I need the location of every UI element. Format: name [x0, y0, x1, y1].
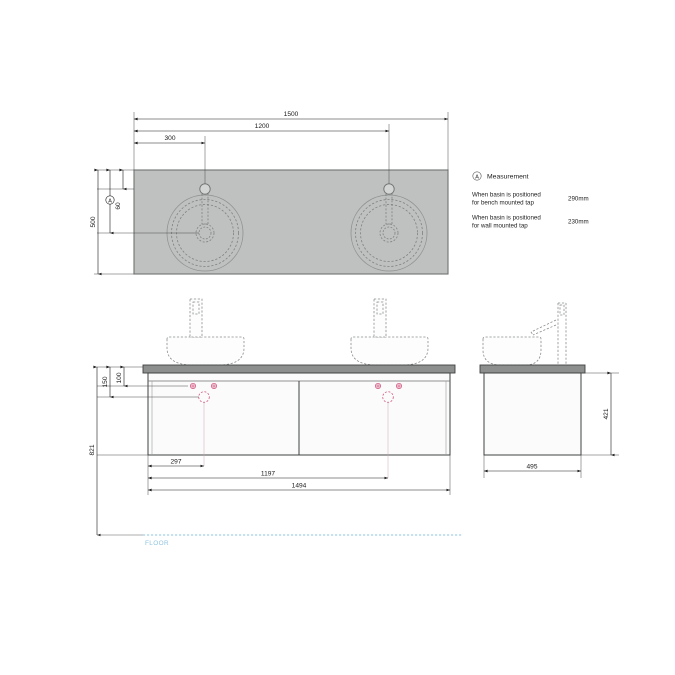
side-elevation-view: 421 495: [479, 302, 619, 478]
tap-body-left-plan: [201, 191, 209, 225]
dim-tap-back-offset-60: 60: [115, 168, 127, 210]
tap-hole-right-plan: [383, 183, 395, 195]
dim-cabinet-width-1494: 1494: [148, 482, 450, 492]
dim-label-821: 821: [89, 444, 96, 455]
legend-row-1-line2: for wall mounted tap: [472, 223, 528, 230]
dim-label-1500: 1500: [284, 111, 299, 118]
dim-label-100: 100: [116, 372, 123, 383]
cabinet-body-side: [483, 372, 582, 456]
legend-row-0-line1: When basin is positioned: [472, 192, 541, 199]
dim-label-1197: 1197: [261, 470, 276, 477]
benchtop-slab-plan: [133, 169, 449, 275]
legend-row-1-value: 230mm: [568, 219, 589, 226]
legend-symbol-circle: [472, 171, 482, 181]
dim-overall-width-1500: 1500: [134, 111, 448, 121]
basin-right-plan: [350, 183, 428, 272]
dim-cabinet-depth-495: 495: [484, 463, 581, 473]
front-elevation-view: 150 100 821 297 1197 1494: [89, 298, 456, 537]
basin-side: [482, 336, 542, 366]
dim-label-300: 300: [164, 135, 175, 142]
basin-left-front: [166, 298, 245, 366]
floor-label: FLOOR: [145, 540, 169, 547]
dim-label-421: 421: [603, 408, 610, 419]
dim-left-waste-offset-297: 297: [148, 458, 204, 468]
legend-symbol-letter: A: [475, 174, 479, 180]
waste-outlet-right-plan: [379, 223, 399, 243]
dim-label-297: 297: [170, 458, 181, 465]
dim-top-to-supply-100: 100: [116, 365, 128, 388]
top-plan-view: 1500 1200 300 500 A: [90, 111, 449, 276]
front-lower-extension-lines: [147, 455, 451, 495]
dim-tap-centres-1200: 1200: [134, 123, 389, 133]
dim-label-495: 495: [526, 463, 537, 470]
floor-line-group: FLOOR: [97, 534, 462, 547]
dim-label-500: 500: [90, 216, 97, 227]
benchtop-front: [142, 364, 456, 374]
dim-left-tap-offset-300: 300: [134, 135, 205, 145]
basin-right-front: [350, 298, 429, 366]
dim-top-to-waste-150: 150: [102, 365, 114, 399]
dim-label-A: A: [108, 198, 112, 204]
legend-row-1-line1: When basin is positioned: [472, 215, 541, 222]
legend-row-0-value: 290mm: [568, 196, 589, 203]
dim-overall-depth-500: 500: [90, 168, 102, 276]
tap-side: [530, 302, 567, 365]
dim-measurement-ref-A: A: [105, 168, 115, 235]
dim-waste-centres-1197: 1197: [148, 470, 388, 480]
legend-row-0-line2: for bench mounted tap: [472, 200, 534, 207]
tap-body-right-plan: [385, 191, 393, 225]
plan-extension-lines: [133, 112, 449, 184]
dim-label-60: 60: [115, 202, 122, 210]
dim-cabinet-height-421: 421: [603, 371, 615, 457]
legend-measurement: A Measurement When basin is positioned f…: [472, 171, 589, 230]
legend-title: Measurement: [487, 174, 529, 181]
plumbing-right-front: [374, 382, 402, 478]
dim-label-1494: 1494: [292, 482, 307, 489]
dim-label-1200: 1200: [255, 123, 270, 130]
tap-hole-left-plan: [199, 183, 211, 195]
dim-floor-to-top-821: 821: [89, 365, 101, 537]
benchtop-side: [479, 364, 586, 374]
waste-outlet-left-plan: [195, 223, 215, 243]
dim-label-150: 150: [102, 376, 109, 387]
